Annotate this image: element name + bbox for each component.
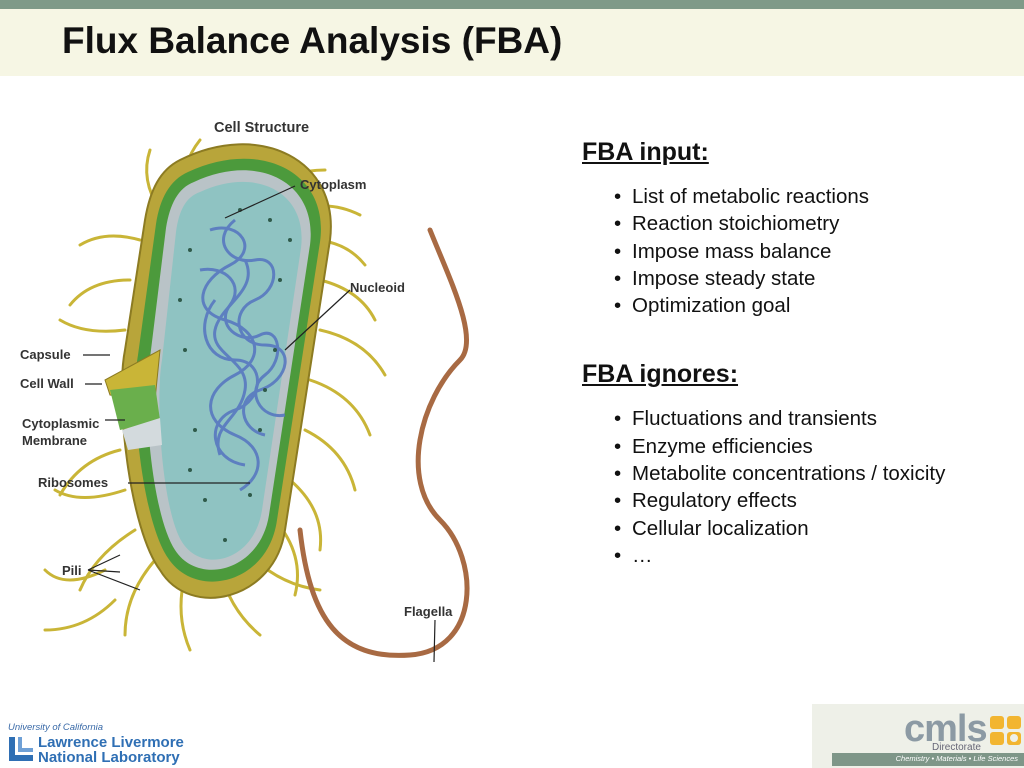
bullet: • xyxy=(614,516,622,540)
llnl-name-line1: Lawrence Livermore xyxy=(38,734,184,751)
cytoplasm-shape xyxy=(159,181,302,560)
fba-input-list: • List of metabolic reactions • Reaction s… xyxy=(582,183,1012,319)
cmls-wordmark: cmls xyxy=(904,708,988,750)
label-cytoplasmic: Cytoplasmic xyxy=(22,416,100,431)
list-item: •… xyxy=(614,542,1012,569)
list-item: • List of metabolic reactions xyxy=(614,183,1012,210)
list-item-text: List of metabolic reactions xyxy=(632,185,870,208)
llnl-org-text: University of California xyxy=(8,722,104,733)
cmls-subtitle: Directorate xyxy=(932,742,981,753)
label-flagella: Flagella xyxy=(404,604,453,619)
fba-ignores-list: • Fluctuations and transients • Enzyme eff… xyxy=(582,405,1012,569)
flagellum xyxy=(297,227,470,658)
fba-ignores-heading: FBA ignores: xyxy=(582,360,739,389)
bullet: • xyxy=(614,543,622,567)
label-pointers xyxy=(83,185,436,663)
label-membrane: Membrane xyxy=(22,433,88,448)
bacterium-illustration xyxy=(43,138,470,663)
bullet: • xyxy=(614,239,622,263)
cmls-tagline: Chemistry • Materials • Life Sciences xyxy=(895,754,1018,763)
label-cell-wall: Cell Wall xyxy=(20,376,74,391)
label-cytoplasm: Cytoplasm xyxy=(300,177,367,192)
list-item-text: Reaction stoichiometry xyxy=(632,212,840,236)
bullet: • xyxy=(614,462,622,486)
llnl-name-line2: National Laboratory xyxy=(38,749,180,766)
cmls-logo: cmls Directorate Chemistry • Materials •… xyxy=(812,704,1024,768)
list-item: • Fluctuations and transients xyxy=(614,405,1012,432)
llnl-name: Lawrence Livermore National Laboratory xyxy=(38,735,184,765)
label-capsule: Capsule xyxy=(20,347,71,362)
list-item: • Metabolite concentrations / toxicity xyxy=(614,460,1012,487)
llnl-logo: University of California Lawrence Liverm… xyxy=(8,722,198,766)
bullet: • xyxy=(614,212,622,236)
membrane-flap xyxy=(122,418,162,450)
list-item-text: Fluctuations and transients xyxy=(632,407,877,431)
bullet: • xyxy=(614,434,622,458)
list-item: • Optimization goal xyxy=(614,292,1012,319)
slide-title: Flux Balance Analysis (FBA) xyxy=(62,20,563,61)
fba-input-section: FBA input: • List of metabolic reactions … xyxy=(582,135,1012,319)
top-accent-bar xyxy=(0,0,1024,9)
fba-ignores-section: FBA ignores: • Fluctuations and transient… xyxy=(582,357,1012,569)
list-item-text: Optimization goal xyxy=(632,294,791,318)
llnl-mark-icon xyxy=(9,737,33,761)
list-item: • Cellular localization xyxy=(614,515,1012,542)
nucleoid-dna xyxy=(199,218,287,492)
bullet: • xyxy=(614,294,622,318)
bullet: • xyxy=(614,185,622,208)
list-item-text: Regulatory effects xyxy=(632,489,797,513)
cmls-tagline-strip: Chemistry • Materials • Life Sciences xyxy=(832,753,1024,766)
bullet: • xyxy=(614,266,622,290)
list-item-text: Cellular localization xyxy=(632,516,809,540)
label-ribosomes: Ribosomes xyxy=(38,475,109,490)
cell-wall-flap xyxy=(110,385,160,430)
list-item-text: Impose steady state xyxy=(632,266,816,290)
list-item: • Impose steady state xyxy=(614,265,1012,292)
fba-content: FBA input: • List of metabolic reactions … xyxy=(582,135,1012,569)
list-item-text: Enzyme efficiencies xyxy=(632,434,813,458)
fba-input-heading: FBA input: xyxy=(582,138,709,166)
list-item-text: … xyxy=(632,543,653,567)
label-pili: Pili xyxy=(62,563,82,578)
title-band xyxy=(0,9,1024,76)
cell-structure-heading: Cell Structure xyxy=(214,120,310,136)
label-nucleoid: Nucleoid xyxy=(350,280,405,295)
list-item-text: Metabolite concentrations / toxicity xyxy=(632,462,946,486)
list-item: • Impose mass balance xyxy=(614,238,1012,265)
cmls-emblem-icon xyxy=(990,716,1021,745)
list-item: • Enzyme efficiencies xyxy=(614,433,1012,460)
bullet: • xyxy=(614,489,622,513)
list-item: • Reaction stoichiometry xyxy=(614,210,1012,237)
bullet: • xyxy=(614,407,622,431)
list-item: • Regulatory effects xyxy=(614,487,1012,514)
list-item-text: Impose mass balance xyxy=(632,239,832,263)
cell-structure-figure: Cell Structure Cytoplasm Nucleoid Capsul… xyxy=(10,100,490,700)
